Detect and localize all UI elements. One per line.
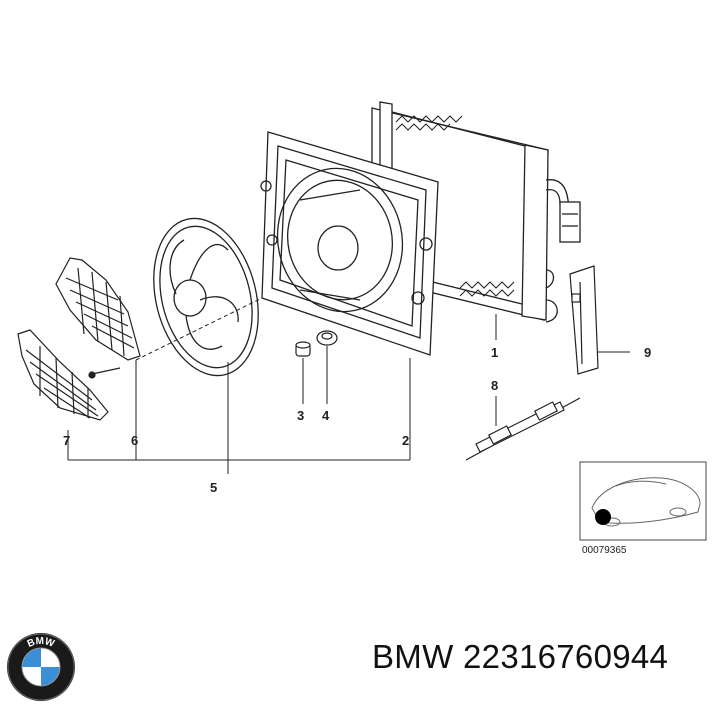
lower-cover	[17, 329, 109, 421]
bracket-part-8	[465, 397, 581, 461]
callout-6: 6	[131, 433, 138, 448]
fan-shroud	[260, 131, 439, 356]
car-locator-inset	[579, 461, 707, 541]
callout-3: 3	[297, 408, 304, 423]
callout-4: 4	[322, 408, 330, 423]
bmw-logo-icon: BMW	[7, 633, 75, 701]
svg-text:BMW: BMW	[26, 636, 56, 650]
fan-cover	[55, 257, 141, 379]
callout-7: 7	[63, 433, 70, 448]
fan-assembly	[153, 217, 259, 377]
leader-lines	[67, 297, 630, 474]
callout-9: 9	[644, 345, 651, 360]
grommet-part-4	[316, 330, 338, 346]
part-number-caption: BMW 22316760944	[372, 638, 669, 675]
callout-1: 1	[491, 345, 498, 360]
nut-part-3	[295, 341, 311, 357]
callout-5: 5	[210, 480, 217, 495]
callout-8: 8	[491, 378, 498, 393]
callout-2: 2	[402, 433, 409, 448]
inset-reference-number: 00079365	[582, 545, 627, 556]
side-seal-part-9	[569, 265, 599, 375]
location-marker-icon	[595, 509, 611, 525]
